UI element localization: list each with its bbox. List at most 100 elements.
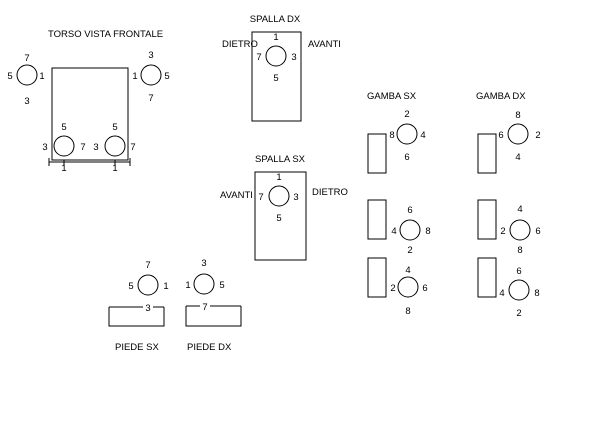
marker-circle [396, 123, 418, 145]
mark-left: 8 [389, 130, 394, 141]
mark-left: 2 [390, 283, 395, 294]
mark-top: 7 [24, 53, 29, 64]
spalla-dx-side-right: AVANTI [308, 39, 341, 50]
mark-right: 7 [80, 142, 85, 153]
marker-circle [399, 219, 421, 241]
mark-left: 2 [500, 226, 505, 237]
spalla-sx-title: SPALLA SX [255, 154, 306, 165]
mark-top: 1 [273, 32, 278, 43]
mark-top: 3 [148, 50, 153, 61]
marker-circle [104, 135, 126, 157]
mark-bottom: 7 [148, 93, 153, 104]
spalla-dx-title: SPALLA DX [250, 14, 301, 25]
marker-circle [53, 135, 75, 157]
piede-sx-mark-bottom: 3 [145, 303, 150, 314]
piede-dx-title: PIEDE DX [187, 342, 232, 353]
mark-bottom: 2 [516, 308, 521, 319]
marker-circle [140, 64, 162, 86]
mark-right: 8 [425, 226, 430, 237]
gamba-sx-upper-marker: 2 8 4 6 [389, 109, 425, 163]
gamba-dx-lower-marker: 6 4 8 2 [499, 266, 539, 319]
mark-top: 4 [405, 265, 410, 276]
mark-bottom: 2 [407, 245, 412, 256]
mark-left: 7 [258, 192, 263, 203]
mark-left: 3 [42, 142, 47, 153]
mark-right: 6 [422, 283, 427, 294]
gamba-dx-upper-marker: 8 6 2 4 [498, 110, 540, 163]
marker-circle [397, 276, 419, 298]
piede-sx-title: PIEDE SX [115, 342, 159, 353]
mark-left: 5 [7, 71, 12, 82]
mark-bottom: 6 [404, 152, 409, 163]
mark-right: 5 [219, 280, 224, 291]
marker-circle [509, 219, 531, 241]
torso-left-arm-marker: 7 5 1 3 [7, 53, 44, 107]
mark-bottom: 1 [61, 163, 66, 174]
mark-bottom: 5 [273, 73, 278, 84]
mark-bottom: 8 [517, 245, 522, 256]
torso-left-hip-marker: 5 3 7 1 [42, 122, 85, 174]
mark-right: 6 [535, 226, 540, 237]
mark-top: 6 [516, 266, 521, 277]
spalla-sx-marker: 1 7 3 5 [258, 172, 298, 224]
marker-circle [265, 45, 287, 67]
marker-circle [508, 279, 530, 301]
spalla-sx-outline [254, 171, 307, 261]
mark-top: 7 [145, 260, 150, 271]
torso-base-bracket [48, 158, 131, 166]
mark-top: 3 [201, 258, 206, 269]
gamba-dx-title: GAMBA DX [476, 91, 526, 102]
mark-bottom: 1 [112, 163, 117, 174]
spalla-sx-side-right: DIETRO [312, 187, 348, 198]
mark-top: 2 [404, 109, 409, 120]
piede-sx-marker: 7 5 1 [128, 260, 169, 296]
mark-right: 2 [535, 130, 540, 141]
torso-right-arm-marker: 3 1 5 7 [132, 50, 169, 104]
torso-outline [51, 67, 129, 161]
gamba-sx-title: GAMBA SX [367, 91, 417, 102]
piede-dx-mark-bottom: 7 [202, 302, 207, 313]
marker-circle [16, 64, 38, 86]
mark-right: 1 [163, 281, 168, 292]
spalla-dx-outline [251, 31, 302, 122]
mark-left: 5 [128, 281, 133, 292]
mark-top: 5 [61, 122, 66, 133]
spalla-dx-marker: 1 7 3 5 [256, 32, 296, 84]
marker-circle [137, 274, 159, 296]
gamba-sx-lower-rect [367, 257, 387, 298]
gamba-sx-middle-rect [367, 199, 387, 240]
mark-right: 8 [534, 288, 539, 299]
mark-bottom: 3 [24, 96, 29, 107]
mark-right: 5 [164, 71, 169, 82]
mark-left: 7 [256, 52, 261, 63]
piede-dx-outline [185, 306, 242, 327]
gamba-dx-lower-rect [477, 257, 497, 298]
mark-bottom: 8 [405, 306, 410, 317]
mark-left: 1 [185, 280, 190, 291]
mark-top: 8 [515, 110, 520, 121]
marker-circle [507, 123, 529, 145]
gamba-sx-middle-marker: 6 4 8 2 [391, 205, 430, 256]
mark-left: 4 [391, 226, 396, 237]
gamba-dx-upper-rect [477, 133, 497, 174]
mark-left: 6 [498, 130, 503, 141]
mark-top: 6 [407, 205, 412, 216]
spalla-sx-side-left: AVANTI [220, 190, 253, 201]
mark-bottom: 4 [515, 152, 520, 163]
mark-right: 1 [39, 71, 44, 82]
spalla-dx-side-left: DIETRO [222, 39, 258, 50]
mark-right: 3 [293, 192, 298, 203]
mark-left: 1 [132, 71, 137, 82]
marker-circle [193, 273, 215, 295]
marker-circle [268, 185, 290, 207]
mark-right: 3 [291, 52, 296, 63]
torso-right-hip-marker: 5 3 7 1 [93, 122, 135, 174]
mark-bottom: 5 [276, 213, 281, 224]
torso-title: TORSO VISTA FRONTALE [48, 29, 163, 40]
mark-right: 4 [420, 130, 425, 141]
gamba-sx-upper-rect [367, 133, 387, 174]
piede-sx-outline [108, 307, 165, 327]
gamba-dx-middle-rect [477, 199, 497, 240]
mark-top: 5 [112, 122, 117, 133]
